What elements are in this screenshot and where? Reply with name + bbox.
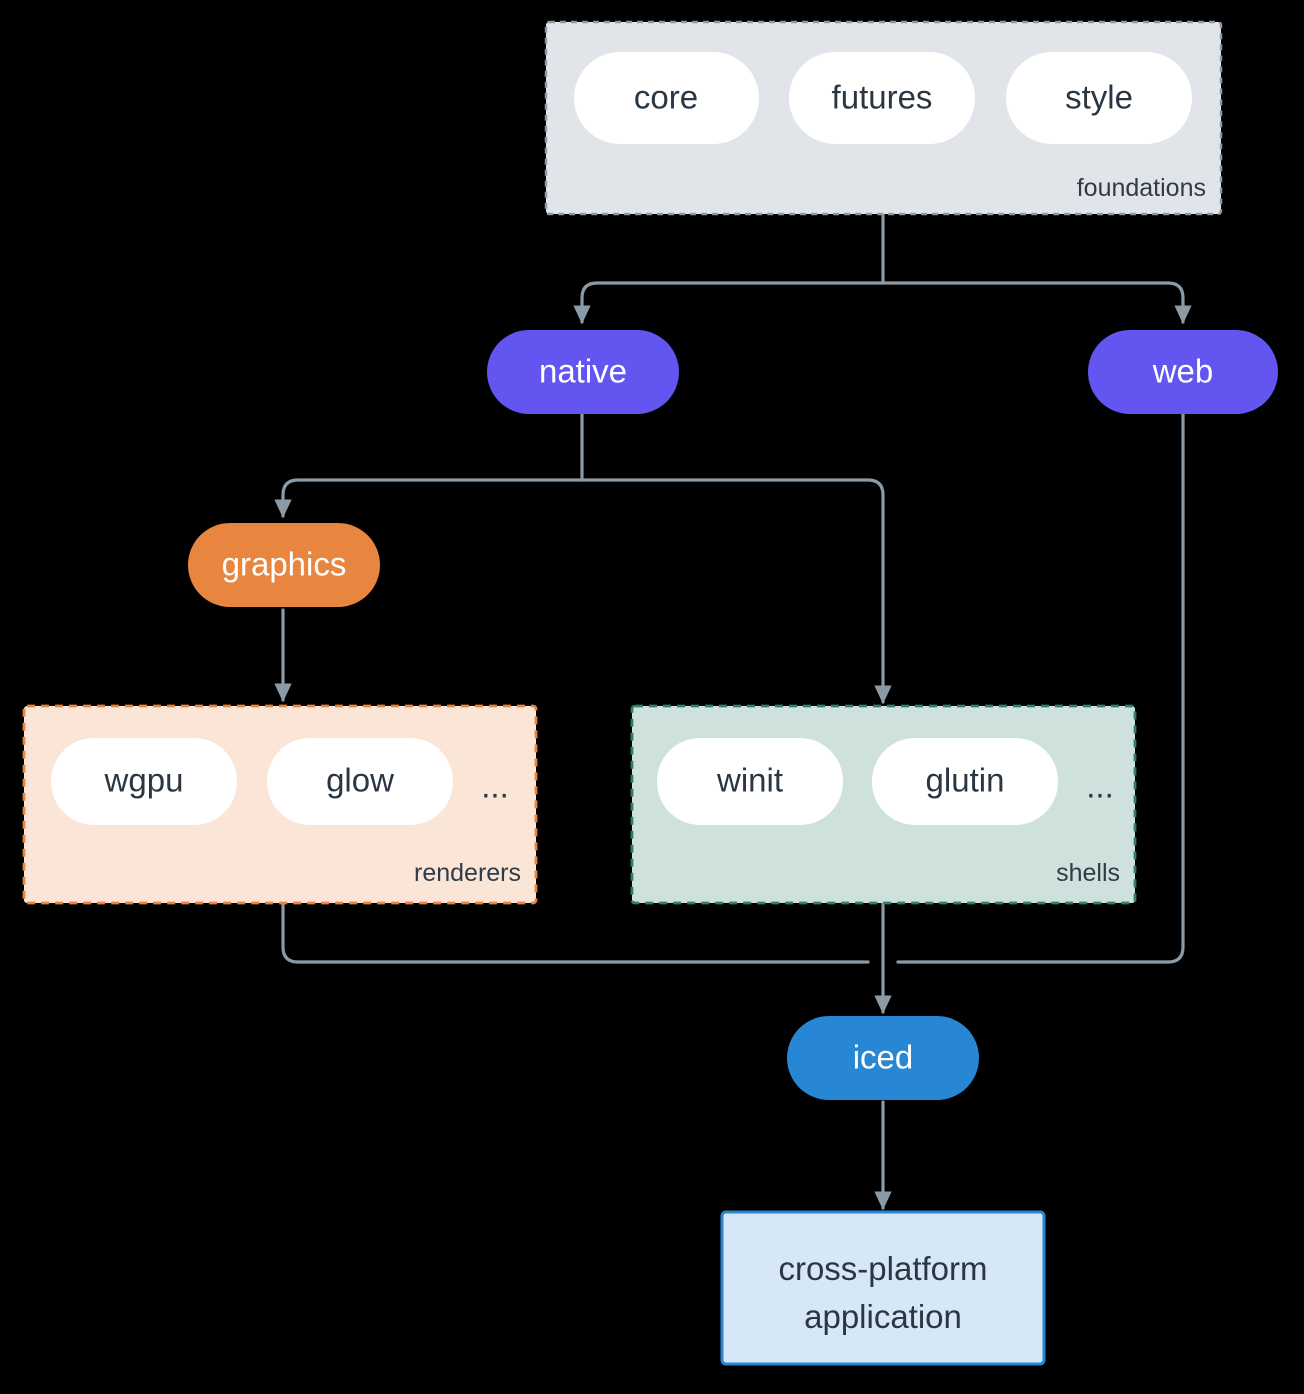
node-iced-label: iced bbox=[853, 1039, 914, 1076]
pill-futures[interactable]: futures bbox=[789, 52, 975, 144]
group-shells[interactable]: winit glutin ... shells bbox=[630, 704, 1137, 905]
node-graphics-label: graphics bbox=[222, 546, 347, 583]
edge-foundations-to-web bbox=[881, 281, 1192, 324]
node-iced-shape bbox=[787, 1016, 979, 1100]
pill-style-shape bbox=[1006, 52, 1192, 144]
pill-wgpu-shape bbox=[51, 738, 237, 825]
pill-winit-label: winit bbox=[716, 762, 783, 799]
pill-glow-label: glow bbox=[326, 762, 394, 799]
node-native[interactable]: native bbox=[487, 330, 679, 414]
pill-core-shape bbox=[574, 52, 759, 144]
group-renderers[interactable]: wgpu glow ... renderers bbox=[22, 704, 538, 905]
shells-ellipsis-label: ... bbox=[1086, 768, 1114, 805]
pill-style[interactable]: style bbox=[1006, 52, 1192, 144]
node-web-shape bbox=[1088, 330, 1278, 414]
group-renderers-label: renderers bbox=[414, 859, 521, 887]
group-shells-label: shells bbox=[1056, 859, 1120, 887]
pill-core-label: core bbox=[634, 79, 698, 116]
edge-web-to-iced bbox=[896, 410, 1185, 964]
node-web-label: web bbox=[1152, 353, 1214, 390]
pill-wgpu[interactable]: wgpu bbox=[51, 738, 237, 825]
node-web[interactable]: web bbox=[1088, 330, 1278, 414]
edge-native-to-graphics bbox=[274, 478, 584, 518]
application-box-shape bbox=[720, 1210, 1046, 1366]
pill-glow[interactable]: glow bbox=[267, 738, 453, 825]
node-graphics-shape bbox=[188, 523, 380, 607]
application-box-line1: cross-platform bbox=[778, 1250, 987, 1287]
pill-core[interactable]: core bbox=[574, 52, 759, 144]
node-cross-platform-application[interactable]: cross-platform application bbox=[720, 1210, 1046, 1366]
pill-winit-shape bbox=[657, 738, 843, 825]
edge-foundations-to-native bbox=[573, 281, 885, 324]
node-graphics[interactable]: graphics bbox=[188, 523, 380, 607]
pill-futures-shape bbox=[789, 52, 975, 144]
node-native-shape bbox=[487, 330, 679, 414]
renderers-ellipsis-label: ... bbox=[481, 768, 509, 805]
pill-glutin-label: glutin bbox=[926, 762, 1005, 799]
pill-glutin-shape bbox=[872, 738, 1058, 825]
group-foundations-label: foundations bbox=[1077, 174, 1206, 202]
node-native-label: native bbox=[539, 353, 627, 390]
edge-native-to-shells bbox=[580, 478, 892, 704]
group-foundations[interactable]: core futures style foundations bbox=[544, 20, 1223, 216]
pill-futures-label: futures bbox=[832, 79, 933, 116]
pill-style-label: style bbox=[1065, 79, 1133, 116]
pill-glutin[interactable]: glutin bbox=[872, 738, 1058, 825]
pill-glow-shape bbox=[267, 738, 453, 825]
node-iced[interactable]: iced bbox=[787, 1016, 979, 1100]
pill-wgpu-label: wgpu bbox=[104, 762, 184, 799]
pill-winit[interactable]: winit bbox=[657, 738, 843, 825]
edges-layer bbox=[274, 213, 1192, 1210]
application-box-line2: application bbox=[804, 1298, 962, 1335]
edge-renderers-to-iced bbox=[281, 901, 870, 964]
